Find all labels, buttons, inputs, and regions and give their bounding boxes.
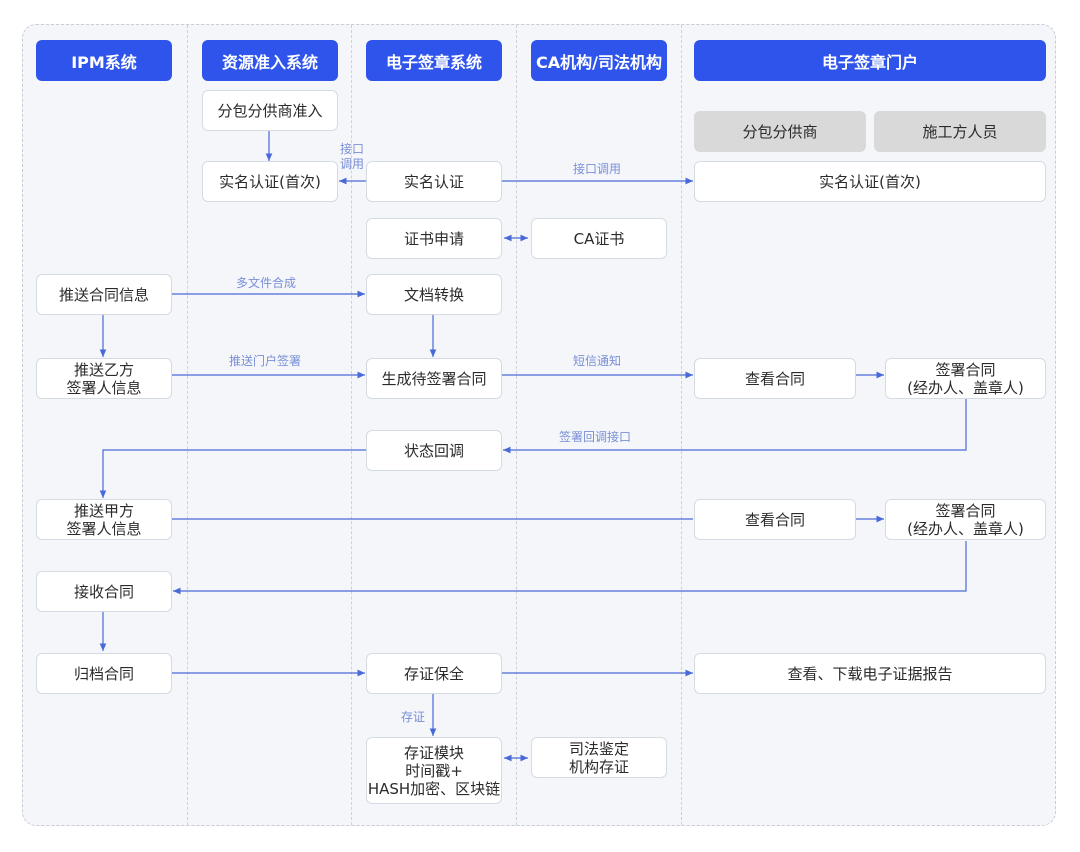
- node-judicial-evidence-line1: 司法鉴定: [568, 739, 629, 758]
- node-judicial-evidence: 司法鉴定 机构存证: [531, 737, 667, 778]
- node-push-party-a-line1: 推送甲方: [73, 501, 134, 520]
- edge-label-sms-notify: 短信通知: [573, 354, 622, 368]
- lane-header-e-seal-system: 电子签章系统: [366, 40, 502, 81]
- node-receive-contract: 接收合同: [36, 571, 172, 612]
- node-push-party-b: 推送乙方 签署人信息: [36, 358, 172, 399]
- lane-header-ca-judicial: CA机构/司法机构: [531, 40, 667, 81]
- edge-label-push-portal-sign: 推送门户签署: [229, 354, 302, 368]
- node-view-contract-2: 查看合同: [694, 499, 856, 540]
- node-sign-contract-2-line1: 签署合同: [935, 501, 996, 520]
- lane-separator: [681, 25, 682, 825]
- node-push-party-a-line2: 签署人信息: [66, 519, 142, 538]
- lane-separator: [187, 25, 188, 825]
- node-sign-contract-1: 签署合同 (经办人、盖章人): [885, 358, 1046, 399]
- node-sign-contract-1-line2: (经办人、盖章人): [907, 378, 1024, 397]
- node-judicial-evidence-line2: 机构存证: [568, 757, 629, 776]
- lane-separator: [351, 25, 352, 825]
- node-sign-contract-2: 签署合同 (经办人、盖章人): [885, 499, 1046, 540]
- node-realname-auth: 实名认证: [366, 161, 502, 202]
- node-sign-contract-1-line1: 签署合同: [935, 360, 996, 379]
- edge-label-multi-file: 多文件合成: [236, 276, 297, 290]
- edge-label-evidence: 存证: [401, 710, 426, 724]
- node-constructor-staff: 施工方人员: [874, 111, 1046, 152]
- lane-separator: [516, 25, 517, 825]
- node-archive-contract: 归档合同: [36, 653, 172, 694]
- node-sign-contract-2-line2: (经办人、盖章人): [907, 519, 1024, 538]
- node-subcontractor-admission: 分包分供商准入: [202, 90, 338, 131]
- node-view-contract-1: 查看合同: [694, 358, 856, 399]
- node-doc-convert: 文档转换: [366, 274, 502, 315]
- node-push-party-b-line2: 签署人信息: [66, 378, 142, 397]
- node-view-download-report: 查看、下载电子证据报告: [694, 653, 1046, 694]
- node-evidence-preserve: 存证保全: [366, 653, 502, 694]
- node-cert-application: 证书申请: [366, 218, 502, 259]
- node-evidence-module: 存证模块 时间戳+ HASH加密、区块链: [366, 737, 502, 804]
- node-evidence-module-line1: 存证模块: [403, 743, 464, 762]
- node-push-party-a: 推送甲方 签署人信息: [36, 499, 172, 540]
- node-status-callback: 状态回调: [366, 430, 502, 471]
- lane-header-resource-admission: 资源准入系统: [202, 40, 338, 81]
- arrow-sign-callback: [503, 399, 967, 454]
- node-portal-realname-first-time: 实名认证(首次): [694, 161, 1046, 202]
- node-generate-contract: 生成待签署合同: [366, 358, 502, 399]
- arrow-sign-to-receive: [173, 541, 967, 595]
- lane-header-e-seal-portal: 电子签章门户: [694, 40, 1046, 81]
- lane-header-ipm: IPM系统: [36, 40, 172, 81]
- edge-label-api-call: 接口调用: [573, 162, 622, 176]
- node-evidence-module-line2: 时间戳+: [405, 761, 463, 780]
- edge-label-api-call-line2: 调用: [340, 157, 365, 171]
- node-push-party-b-line1: 推送乙方: [73, 360, 134, 379]
- node-subcontractor-vendor: 分包分供商: [694, 111, 866, 152]
- arrow-callback-to-party-a: [99, 449, 366, 498]
- node-ca-cert: CA证书: [531, 218, 667, 259]
- node-evidence-module-line3: HASH加密、区块链: [367, 779, 501, 798]
- edge-label-api-call-line1: 接口: [340, 142, 365, 156]
- node-push-contract-info: 推送合同信息: [36, 274, 172, 315]
- node-realname-first-time: 实名认证(首次): [202, 161, 338, 202]
- edge-label-sign-callback: 签署回调接口: [559, 430, 632, 444]
